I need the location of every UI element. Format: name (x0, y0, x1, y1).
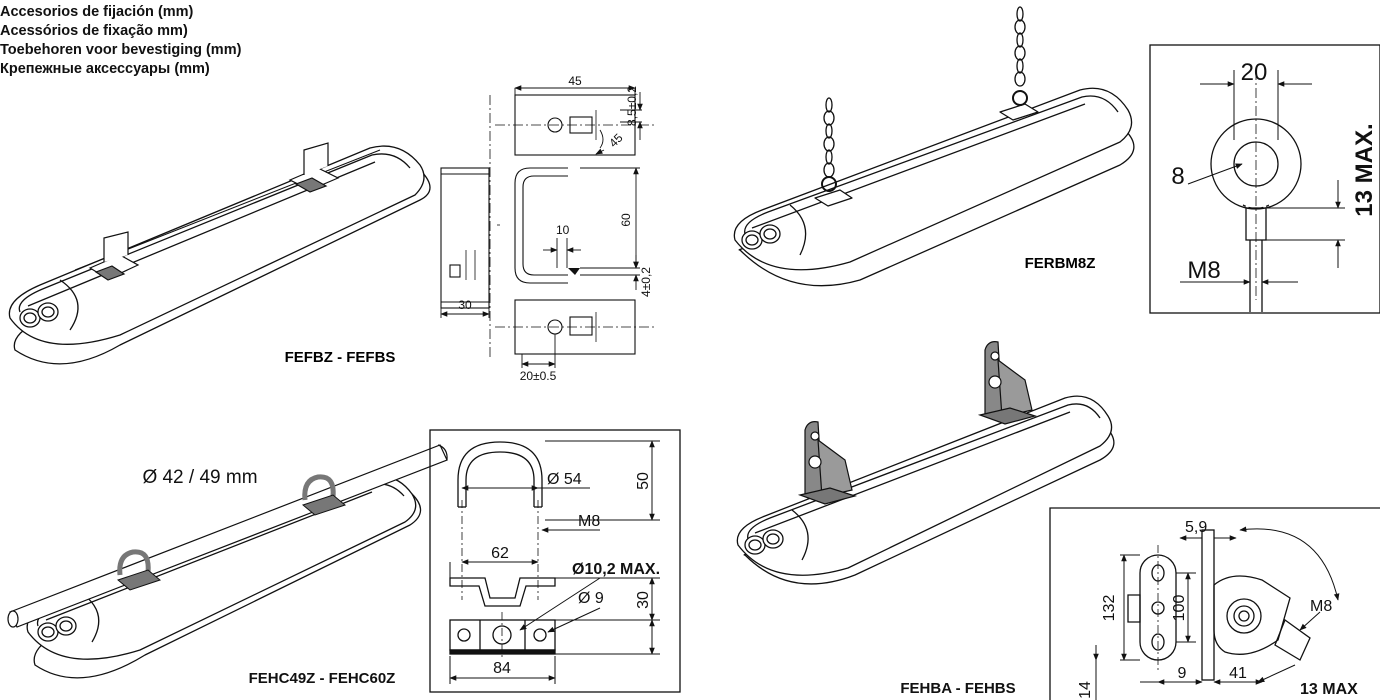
product-label-fefbz: FEFBZ - FEFBS (285, 349, 396, 366)
chain-left (821, 97, 837, 192)
dim-132: 132 (1101, 595, 1118, 622)
dim-54: Ø 54 (547, 471, 582, 488)
dim-62: 62 (491, 545, 509, 562)
dim-60-height: 60 (619, 213, 633, 227)
dim-10-2-max: Ø10,2 MAX. (572, 561, 660, 578)
dim-20-width: 20±0.5 (520, 369, 557, 383)
header-line-es: Accesorios de fijación (mm) (0, 4, 194, 20)
bracket-dimensions (440, 85, 643, 368)
dim-30-ubolt: 30 (635, 591, 652, 609)
dim-41: 41 (1229, 665, 1247, 682)
product-label-fehc: FEHC49Z - FEHC60Z (249, 670, 396, 687)
eyebolt-dimension-labels: 20 8 13 MAX. M8 (1171, 59, 1378, 284)
dim-8-eye: 8 (1171, 163, 1184, 190)
hinge-bracket-right (977, 341, 1038, 425)
ubolt-clamps-on-pipe (116, 474, 347, 591)
header-line-nl: Toebehoren voor bevestiging (mm) (0, 42, 242, 58)
dim-45-width: 45 (568, 74, 582, 88)
hinge-dimensions (1093, 526, 1340, 700)
product-label-fehba: FEHBA - FEHBS (900, 680, 1015, 697)
dim-m8-eye: M8 (1187, 257, 1220, 284)
dim-30-width: 30 (458, 298, 472, 312)
bracket-clip-right (288, 142, 340, 193)
dim-50: 50 (635, 472, 652, 490)
bracket-dimension-labels: 45 8,5±0,2 45 60 10 4±0,2 30 20±0.5 (458, 74, 653, 383)
luminaire-ferbm8z (733, 87, 1135, 287)
eyebolt-detail (1149, 44, 1380, 314)
dim-84: 84 (493, 660, 511, 677)
dim-4: 4±0,2 (639, 267, 653, 297)
dim-9-hinge: 9 (1178, 665, 1187, 682)
dim-9: Ø 9 (578, 590, 604, 607)
ubolt-dimensions (449, 440, 660, 684)
dim-m8-hinge: M8 (1310, 598, 1332, 615)
dim-20-eye: 20 (1241, 59, 1268, 86)
luminaire-fehc (26, 475, 422, 679)
hinge-dimension-labels: 5,9 132 100 M8 14 9 41 13 MAX (1077, 519, 1358, 699)
chain-right (1012, 6, 1028, 106)
luminaire-fefbz (8, 145, 431, 365)
dim-13-max: 13 MAX. (1351, 123, 1378, 216)
header-line-pt: Acessórios de fixação mm) (0, 23, 188, 39)
luminaire-fehba (736, 395, 1115, 585)
pipe-diameter-label: Ø 42 / 49 mm (142, 467, 257, 488)
dim-13-max-hinge: 13 MAX (1300, 681, 1358, 698)
dim-45-angle: 45 (606, 131, 626, 151)
product-label-ferbm8z: FERBM8Z (1025, 255, 1096, 272)
hinge-bracket-left (797, 421, 858, 505)
ubolt-dimension-labels: Ø 54 50 M8 62 Ø10,2 MAX. Ø 9 30 84 (491, 471, 660, 677)
header-line-ru: Крепежные аксессуары (mm) (0, 61, 210, 77)
eyebolt-dimensions (1180, 70, 1345, 285)
dim-5-9: 5,9 (1185, 519, 1207, 536)
dim-100: 100 (1171, 595, 1188, 622)
dim-10: 10 (556, 223, 570, 237)
dim-14: 14 (1077, 681, 1094, 699)
dim-m8-ubolt: M8 (578, 513, 600, 530)
dim-8-5: 8,5±0,2 (625, 86, 639, 126)
hinge-detail (1049, 507, 1380, 700)
bracket-clip-left (88, 231, 140, 281)
